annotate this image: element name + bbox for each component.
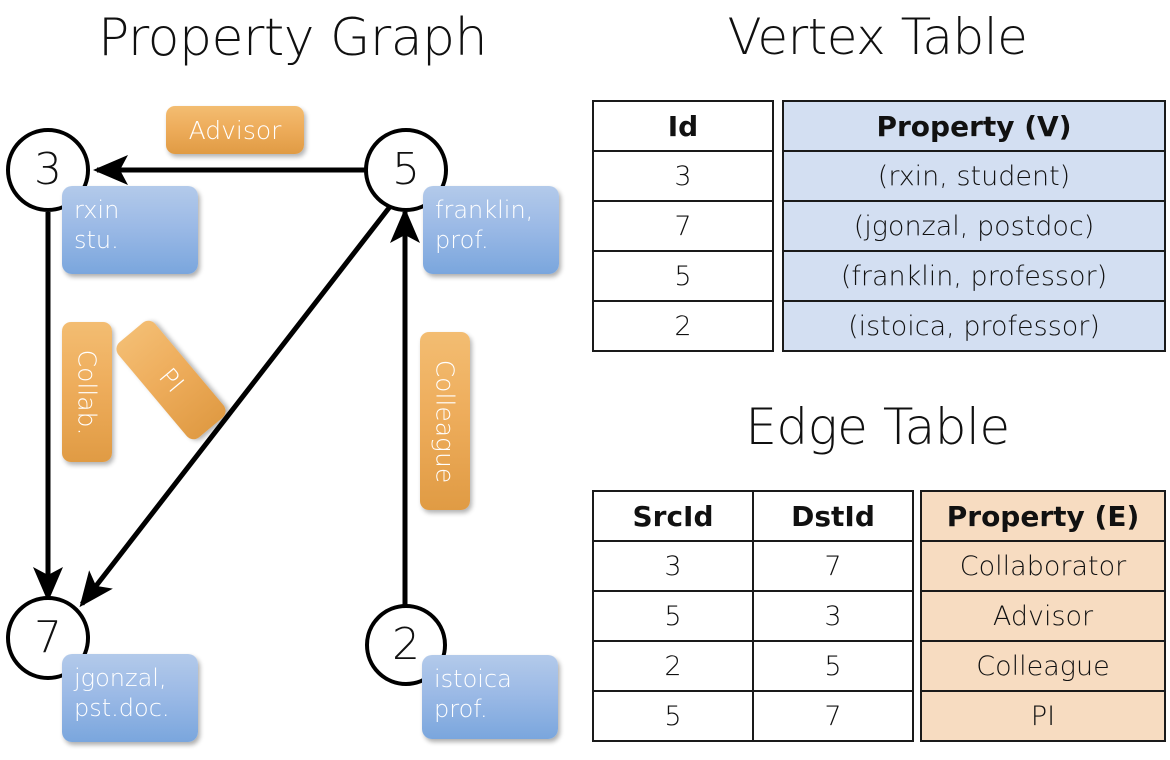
table-row: (rxin, student) <box>782 150 1166 202</box>
vertex-row-1-property: (jgonzal, postdoc) <box>782 200 1166 252</box>
edge-table-header-property: Property (E) <box>920 490 1166 542</box>
edge-table-header-dstid: DstId <box>752 490 914 542</box>
graph-node-3-property-line-1: rxin <box>74 196 120 224</box>
table-header-row: Id <box>592 100 774 152</box>
graph-node-7-property-box: jgonzal, pst.doc. <box>62 654 198 742</box>
graph-node-3-property-line-2: stu. <box>74 226 119 254</box>
graph-node-5-property-box: franklin, prof. <box>423 186 559 274</box>
edge-row-1-src: 5 <box>592 590 754 642</box>
vertex-row-3-property: (istoica, professor) <box>782 300 1166 352</box>
vertex-table-id-column: Id 3 7 5 2 <box>592 100 774 352</box>
edge-label-colleague: Colleague <box>420 332 470 510</box>
edge-row-2-src: 2 <box>592 640 754 692</box>
table-row: 2 5 <box>592 640 914 692</box>
edge-row-0-dst: 7 <box>752 540 914 592</box>
table-row: 5 7 <box>592 690 914 742</box>
edge-label-collab-text: Collab. <box>72 349 102 435</box>
edge-row-3-property: PI <box>920 690 1166 742</box>
edge-row-3-src: 5 <box>592 690 754 742</box>
page-title-property-graph: Property Graph <box>97 8 488 68</box>
table-header-row: Property (E) <box>920 490 1166 542</box>
table-header-row: Property (V) <box>782 100 1166 152</box>
edge-label-pi-text: PI <box>152 362 190 398</box>
page-title-vertex-table: Vertex Table <box>727 8 1028 66</box>
graph-node-2-property-line-1: istoica <box>434 665 512 693</box>
edge-label-advisor-text: Advisor <box>188 115 282 145</box>
graph-node-2-property-line-2: prof. <box>434 695 488 723</box>
edge-row-2-dst: 5 <box>752 640 914 692</box>
graph-node-5[interactable]: 5 <box>364 128 448 212</box>
table-row: (jgonzal, postdoc) <box>782 200 1166 252</box>
table-row: (franklin, professor) <box>782 250 1166 302</box>
edge-label-colleague-text: Colleague <box>430 359 460 483</box>
table-row: Colleague <box>920 640 1166 692</box>
page-title-edge-table: Edge Table <box>745 398 1010 456</box>
graph-node-2[interactable]: 2 <box>365 604 447 686</box>
graph-node-5-label: 5 <box>392 144 420 195</box>
graph-node-7-property-line-2: pst.doc. <box>74 694 170 722</box>
graph-node-5-property-line-2: prof. <box>435 226 489 254</box>
vertex-row-0-id: 3 <box>592 150 774 202</box>
graph-node-3-label: 3 <box>34 144 62 195</box>
graph-node-3-property-box: rxin stu. <box>62 186 198 274</box>
property-graph-diagram: 3 rxin stu. 5 franklin, prof. 7 jgonzal,… <box>6 106 559 742</box>
edge-row-1-property: Advisor <box>920 590 1166 642</box>
graph-node-2-property-box: istoica prof. <box>422 655 558 739</box>
vertex-row-1-id: 7 <box>592 200 774 252</box>
table-row: 2 <box>592 300 774 352</box>
edge-row-1-dst: 3 <box>752 590 914 642</box>
table-row: 5 3 <box>592 590 914 642</box>
graph-node-7-property-line-1: jgonzal, <box>74 664 167 692</box>
vertex-table-header-property: Property (V) <box>782 100 1166 152</box>
table-row: 7 <box>592 200 774 252</box>
graph-node-5-property-line-1: franklin, <box>435 196 534 224</box>
table-header-row: SrcId DstId <box>592 490 914 542</box>
edge-table-header-srcid: SrcId <box>592 490 754 542</box>
vertex-table-property-column: Property (V) (rxin, student) (jgonzal, p… <box>782 100 1166 352</box>
edge-row-0-src: 3 <box>592 540 754 592</box>
edge-table-property-column: Property (E) Collaborator Advisor Collea… <box>920 490 1166 742</box>
vertex-row-3-id: 2 <box>592 300 774 352</box>
vertex-row-2-property: (franklin, professor) <box>782 250 1166 302</box>
table-row: 3 7 <box>592 540 914 592</box>
edge-5-to-7-pi <box>79 202 394 608</box>
vertex-row-2-id: 5 <box>592 250 774 302</box>
edge-row-0-property: Collaborator <box>920 540 1166 592</box>
graph-node-7-label: 7 <box>34 612 62 663</box>
graph-edges-layer <box>33 155 420 608</box>
edge-row-3-dst: 7 <box>752 690 914 742</box>
table-row: PI <box>920 690 1166 742</box>
table-row: (istoica, professor) <box>782 300 1166 352</box>
edge-label-advisor: Advisor <box>166 106 304 154</box>
graph-node-2-label: 2 <box>392 619 420 670</box>
edge-label-collab: Collab. <box>62 322 112 462</box>
vertex-row-0-property: (rxin, student) <box>782 150 1166 202</box>
table-row: 3 <box>592 150 774 202</box>
table-row: 5 <box>592 250 774 302</box>
vertex-table-header-id: Id <box>592 100 774 152</box>
edge-table-src-dst-columns: SrcId DstId 3 7 5 3 2 5 5 7 <box>592 490 914 742</box>
table-row: Advisor <box>920 590 1166 642</box>
edge-row-2-property: Colleague <box>920 640 1166 692</box>
table-row: Collaborator <box>920 540 1166 592</box>
